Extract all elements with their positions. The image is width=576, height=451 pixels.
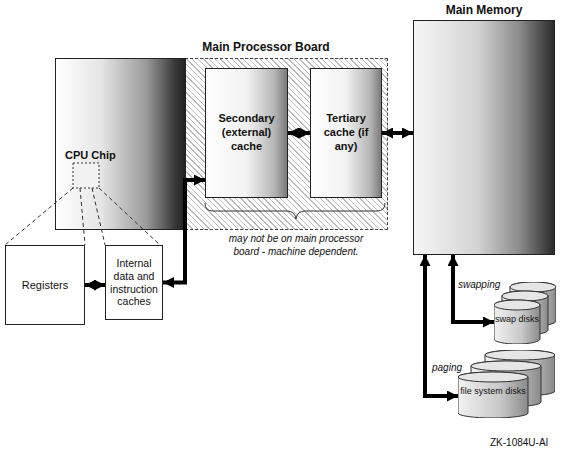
cache-box: Tertiary cache (if any) <box>310 68 382 198</box>
leader-line <box>5 188 73 245</box>
data-path-arrow <box>85 283 105 287</box>
data-path-arrow <box>425 255 458 396</box>
disk-label: swap disks <box>494 315 540 325</box>
disk-stack: swap disks <box>494 282 556 344</box>
cache-box: Secondary (external) cache <box>205 68 288 198</box>
register-box: Registers <box>5 245 85 325</box>
disk-top <box>471 361 541 371</box>
disk-label: file system disks <box>458 387 528 397</box>
disk-body <box>458 372 528 418</box>
disk-top <box>485 350 555 360</box>
processor-board: Main Processor BoardCPU ChipSecondary (e… <box>55 58 388 230</box>
edge-label: paging <box>432 362 462 373</box>
leader-line <box>99 188 160 245</box>
disk-stack: file system disks <box>458 350 555 418</box>
cache-box: Internal data and instruction caches <box>105 245 163 320</box>
edge-label: swapping <box>458 279 500 290</box>
box-label: Tertiary cache (if any) <box>311 112 381 153</box>
disk-cylinder <box>494 300 540 344</box>
data-path-arrow <box>453 255 494 322</box>
disk-cylinder <box>458 372 528 418</box>
data-path-arrow <box>288 131 310 135</box>
box-label: Registers <box>22 279 68 291</box>
data-path-arrow <box>163 180 205 283</box>
disk-outline <box>458 350 555 418</box>
cpu-label: CPU Chip <box>65 149 116 161</box>
note: may not be on main processor board - mac… <box>220 233 372 258</box>
disk-outline <box>494 282 556 344</box>
leader-line <box>92 188 105 245</box>
disk-top <box>494 300 540 310</box>
disk-top <box>510 282 556 292</box>
box-label: Secondary (external) cache <box>206 112 287 153</box>
disk-top <box>502 291 548 301</box>
disk-body <box>494 300 540 344</box>
memory-block: Main Memory <box>413 20 555 255</box>
cpu-region: CPU Chip <box>55 58 186 230</box>
memory-heading: Main Memory <box>414 3 554 17</box>
box-label: Internal data and instruction caches <box>106 257 162 307</box>
figure-id: ZK-1084U-AI <box>490 437 548 448</box>
bracket <box>205 203 385 219</box>
leader-line <box>80 188 85 245</box>
board-heading: Main Processor Board <box>146 40 386 54</box>
disk-top <box>458 372 528 382</box>
data-path-arrow <box>382 131 413 135</box>
cpu-chip <box>73 163 99 188</box>
